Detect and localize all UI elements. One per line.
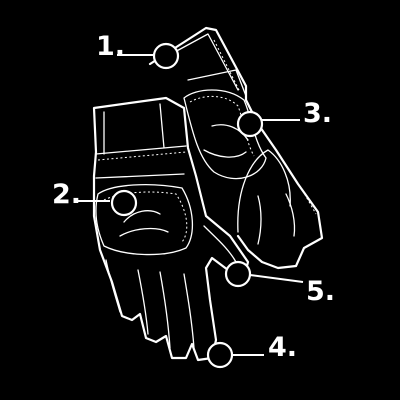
callout-2-marker bbox=[110, 189, 138, 217]
callout-3-label: 3. bbox=[303, 98, 332, 129]
callout-2-label: 2. bbox=[52, 179, 81, 210]
callout-5-leader-line bbox=[249, 274, 304, 283]
callout-3: 3. bbox=[236, 98, 332, 138]
callout-5: 5. bbox=[224, 260, 335, 307]
callout-4-marker bbox=[206, 341, 234, 369]
callout-4: 4. bbox=[206, 332, 297, 369]
callout-4-label: 4. bbox=[268, 332, 297, 363]
callout-3-marker bbox=[236, 110, 264, 138]
callout-5-marker bbox=[224, 260, 252, 288]
front-glove-back-view bbox=[92, 96, 250, 362]
callout-1: 1. bbox=[96, 31, 180, 70]
callout-2: 2. bbox=[52, 179, 138, 217]
callout-1-label: 1. bbox=[96, 31, 125, 62]
callout-5-label: 5. bbox=[306, 276, 335, 307]
callout-1-marker bbox=[152, 42, 180, 70]
